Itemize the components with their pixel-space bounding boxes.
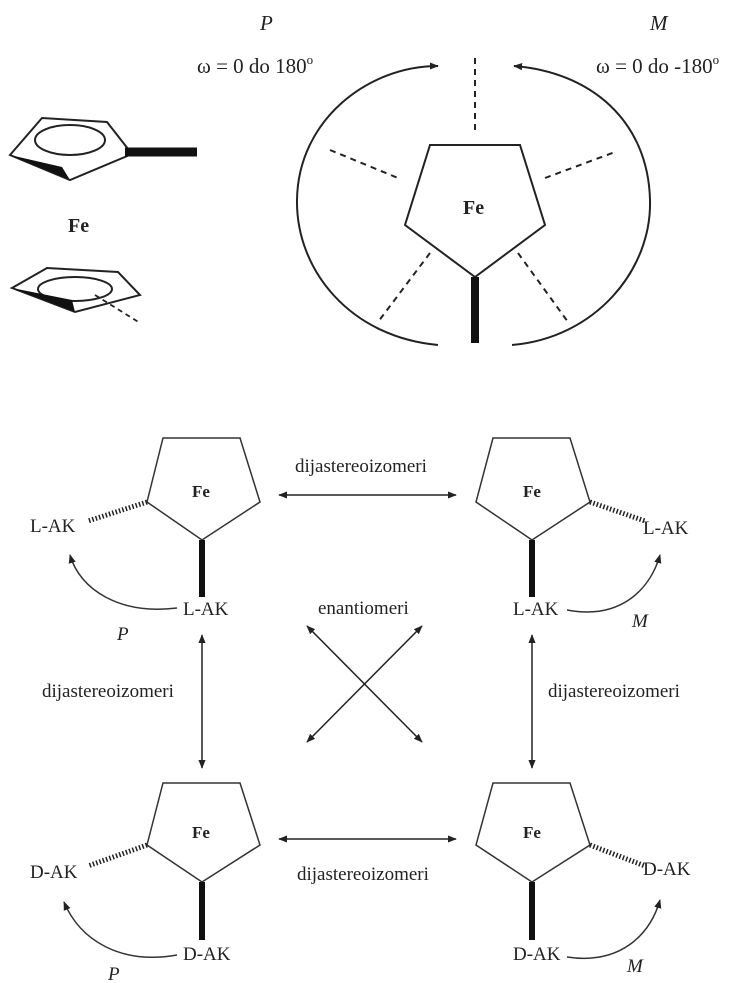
- top-relation-label: dijastereoizomeri: [295, 456, 427, 477]
- upper-cp-inner-ring: [34, 124, 106, 156]
- radial-dash-upper-left: [329, 149, 399, 179]
- metal-label: Fe: [523, 823, 541, 842]
- hashed-bond: [87, 499, 148, 524]
- helix-arrow: [63, 901, 178, 958]
- relations: dijastereoizomeri dijastereoizomeri dija…: [42, 456, 680, 885]
- side-group-label: L-AK: [643, 518, 689, 539]
- helix-label: P: [116, 624, 129, 645]
- helix-label: M: [626, 956, 644, 977]
- helix-arrow: [68, 554, 178, 610]
- m-helix-label: M: [649, 11, 669, 35]
- pentagon: [475, 782, 591, 883]
- side-group-label: L-AK: [30, 516, 76, 537]
- upper-cp-wedge-left: [10, 155, 70, 180]
- upper-cp-wedge-right: [70, 154, 132, 180]
- bottom-relation-label: dijastereoizomeri: [297, 864, 429, 885]
- pentagon: [475, 437, 591, 541]
- left-relation-label: dijastereoizomeri: [42, 681, 174, 702]
- isomer-bottom-right: Fe D-AK D-AK M: [475, 782, 691, 977]
- bottom-group-label: L-AK: [183, 599, 229, 620]
- metal-label: Fe: [523, 482, 541, 501]
- m-range-text: ω = 0 do -180o: [596, 52, 719, 78]
- right-relation-label: dijastereoizomeri: [548, 681, 680, 702]
- left-metal-label: Fe: [68, 215, 89, 237]
- upper-cp-ring: [8, 116, 134, 182]
- hashed-bond: [87, 842, 148, 869]
- radial-dash-lower-right: [517, 252, 569, 323]
- radial-dash-lower-left: [377, 252, 431, 323]
- center-metal-label: Fe: [463, 197, 484, 219]
- isomer-top-left: Fe L-AK L-AK P: [30, 437, 261, 645]
- bottom-group-label: L-AK: [513, 599, 559, 620]
- lower-cp-wedge-right: [75, 295, 140, 312]
- lower-cp-wedge-left: [12, 288, 75, 312]
- helix-arrow: [566, 899, 662, 959]
- isomer-bottom-left: Fe D-AK D-AK P: [30, 782, 261, 983]
- helix-arrow: [566, 554, 662, 613]
- p-range-text: ω = 0 do 180o: [197, 52, 313, 78]
- helix-label: P: [107, 964, 120, 983]
- m-rotation-arc: [511, 63, 652, 346]
- bottom-group-label: D-AK: [183, 944, 231, 965]
- ferrocene-sketch: Fe: [8, 116, 197, 324]
- side-group-label: D-AK: [643, 859, 691, 880]
- side-group-label: D-AK: [30, 862, 78, 883]
- lower-cp-ring: [9, 266, 142, 314]
- pentagon: [146, 437, 261, 541]
- rotation-diagram: Fe: [295, 58, 652, 346]
- isomer-top-right: Fe L-AK L-AK M: [475, 437, 689, 632]
- lower-cp-inner-ring: [37, 276, 113, 302]
- radial-dash-upper-right: [544, 151, 616, 179]
- diagonal-relation-label: enantiomeri: [318, 598, 409, 619]
- center-cp-pentagon: [403, 144, 547, 279]
- hashed-bond: [589, 499, 646, 524]
- metal-label: Fe: [192, 823, 210, 842]
- metal-label: Fe: [192, 482, 210, 501]
- hashed-bond: [589, 842, 646, 869]
- p-helix-label: P: [259, 11, 273, 35]
- helix-label: M: [631, 611, 649, 632]
- diagonal-arrow-2: [306, 625, 423, 743]
- bottom-group-label: D-AK: [513, 944, 561, 965]
- p-rotation-arc: [295, 62, 439, 346]
- pentagon: [146, 782, 261, 883]
